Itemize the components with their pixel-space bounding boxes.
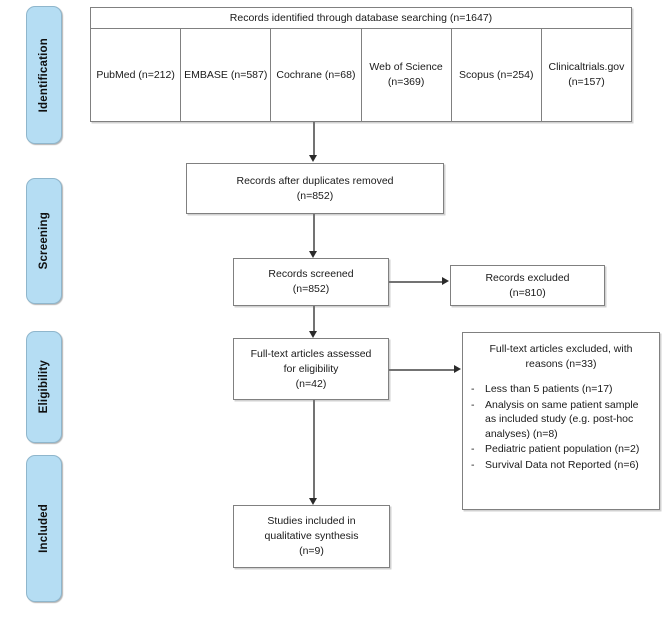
arrowhead-right-records-excluded [442,277,449,285]
box-studies-included-qualitative-synthesis: Studies included in qualitative synthesi… [233,505,390,568]
box-line-2: (n=810) [509,286,546,299]
excluded-reasons-list: - Less than 5 patients (n=17) - Analysis… [471,382,651,472]
source-count: (n=68) [324,68,356,81]
box-records-after-duplicates-removed: Records after duplicates removed (n=852) [186,163,444,214]
source-count: (n=157) [568,76,605,88]
excluded-reason-text: Survival Data not Reported (n=6) [485,458,639,471]
source-count: (n=369) [387,76,425,88]
box-line-1: Studies included in [267,515,356,527]
stage-tab-identification: Identification [26,6,62,144]
connector-duplicates-to-screened [313,214,315,252]
stage-label-screening: Screening [38,212,50,270]
stage-label-eligibility: Eligibility [38,360,50,414]
stage-label-included: Included [38,504,50,553]
stage-tab-eligibility: Eligibility [26,331,62,443]
excluded-reason-item: - Less than 5 patients (n=17) [471,382,651,397]
stage-tab-included: Included [26,455,62,602]
excluded-title-line-1: Full-text articles excluded, with [489,343,633,355]
bullet-dash: - [471,383,475,395]
connector-fulltext-to-included [313,400,315,499]
box-line-3: (n=42) [295,377,327,390]
source-name: Clinicaltrials.gov [548,61,625,73]
source-name: Scopus [459,68,495,81]
connector-screened-to-fulltext [313,306,315,332]
source-count: (n=587) [230,68,268,81]
box-line-3: (n=9) [299,545,324,557]
box-line-2: (n=852) [292,283,330,295]
bullet-dash: - [471,443,475,455]
source-cell-scopus: Scopus (n=254) [452,29,542,121]
connector-fulltext-to-excluded-reasons [389,369,454,371]
source-cell-cochrane: Cochrane (n=68) [271,29,362,121]
connector-identification-to-duplicates [313,122,315,157]
stage-tab-screening: Screening [26,178,62,304]
excluded-reason-text: Less than 5 patients (n=17) [485,383,613,395]
box-line-2: qualitative synthesis [264,530,359,542]
arrowhead-down-fulltext [309,331,317,338]
excluded-reason-item: - Analysis on same patient sample as inc… [471,398,651,442]
box-records-screened: Records screened (n=852) [233,258,389,306]
source-count: (n=254) [497,68,534,81]
bullet-dash: - [471,458,475,471]
arrowhead-right-fulltext-excluded [454,365,461,373]
identification-sources-table: Records identified through database sear… [90,7,632,122]
source-cell-pubmed: PubMed (n=212) [91,29,182,121]
source-count: (n=212) [138,68,175,81]
excluded-reason-text: Pediatric patient population (n=2) [485,443,640,455]
arrowhead-down-duplicates [309,155,317,162]
box-line-2: for eligibility [283,362,339,375]
arrowhead-down-screened [309,251,317,258]
stage-label-identification: Identification [38,37,50,113]
excluded-reason-item: - Survival Data not Reported (n=6) [471,458,651,473]
excluded-reasons-title: Full-text articles excluded, with reason… [471,342,651,371]
box-line-1: Full-text articles assessed [250,347,372,360]
source-name: Web of Science [369,61,443,73]
excluded-reason-item: - Pediatric patient population (n=2) [471,442,651,457]
bullet-dash: - [471,398,475,411]
box-records-excluded: Records excluded (n=810) [450,265,605,306]
identification-source-columns: PubMed (n=212) EMBASE (n=587) Cochrane (… [91,29,631,121]
arrowhead-down-studies-included [309,498,317,505]
box-line-2: (n=852) [296,189,334,202]
source-cell-clinicaltrials-gov: Clinicaltrials.gov (n=157) [542,29,631,121]
connector-screened-to-excluded [389,281,442,283]
source-cell-embase: EMBASE (n=587) [181,29,272,121]
box-line-1: Records after duplicates removed [236,174,394,187]
excluded-reason-text: Analysis on same patient sample as inclu… [485,398,639,440]
box-line-1: Records screened [268,268,354,280]
box-fulltext-articles-assessed: Full-text articles assessed for eligibil… [233,338,389,400]
box-fulltext-articles-excluded-with-reasons: Full-text articles excluded, with reason… [462,332,660,510]
excluded-title-line-2: reasons (n=33) [525,357,597,370]
source-name: Cochrane [276,68,322,81]
source-name: EMBASE [184,68,228,81]
source-cell-web-of-science: Web of Science (n=369) [362,29,452,121]
source-name: PubMed [96,68,136,81]
box-line-1: Records excluded [485,271,570,284]
identification-header: Records identified through database sear… [91,8,631,29]
